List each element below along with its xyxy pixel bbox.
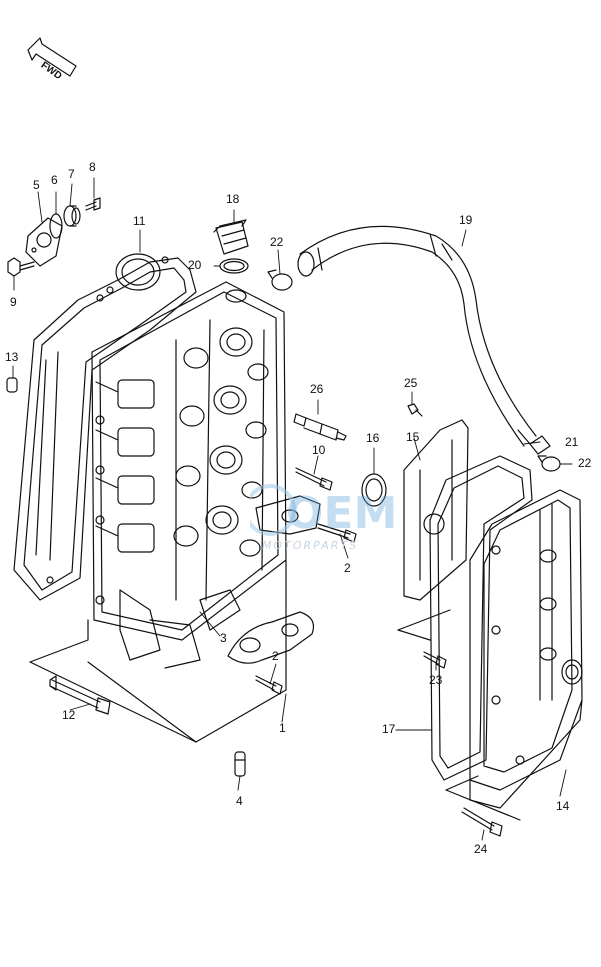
callout-26: 26 — [310, 382, 324, 396]
bolt-8 — [85, 197, 101, 211]
callout-9: 9 — [10, 295, 17, 309]
hose-fitting — [529, 435, 551, 455]
callout-20: 20 — [188, 258, 202, 272]
callout-25: 25 — [404, 376, 418, 390]
callout-12: 12 — [62, 708, 76, 722]
cover-plate — [403, 419, 469, 601]
hose-clamp-upper — [267, 269, 293, 291]
spark-plug — [293, 413, 347, 441]
o-ring — [219, 258, 249, 274]
callout-4: 4 — [236, 794, 243, 808]
callout-3: 3 — [220, 631, 227, 645]
callout-24: 24 — [474, 842, 488, 856]
leader-lines — [12, 177, 573, 841]
callout-21: 21 — [565, 435, 579, 449]
oil-filler-cap — [213, 219, 249, 255]
bolt-2-upper — [317, 523, 357, 543]
callout-10: 10 — [312, 443, 326, 457]
callout-16: 16 — [366, 431, 380, 445]
head-gasket — [13, 253, 197, 601]
breather-hose — [297, 225, 537, 447]
bolt-10 — [295, 467, 333, 491]
callout-19: 19 — [459, 213, 473, 227]
callout-2-upper: 2 — [344, 561, 351, 575]
callout-2-lower: 2 — [272, 649, 279, 663]
bolt-23 — [423, 651, 447, 669]
hose-clamp-lower — [537, 455, 561, 472]
callout-14: 14 — [556, 799, 570, 813]
callout-15: 15 — [406, 430, 420, 444]
callout-18: 18 — [226, 192, 240, 206]
callout-23: 23 — [429, 673, 443, 687]
callout-22-upper: 22 — [270, 235, 284, 249]
thermostat — [63, 205, 81, 227]
callout-1: 1 — [279, 721, 286, 735]
watermark-text: MOTORPARTS — [262, 539, 359, 552]
bolt-12 — [49, 675, 111, 715]
dowel-13 — [6, 377, 18, 393]
thermostat-cover — [25, 217, 63, 267]
head-cover — [469, 489, 583, 809]
fwd-arrow-icon — [27, 37, 77, 77]
callout-11: 11 — [133, 214, 146, 228]
callout-17: 17 — [382, 722, 396, 736]
callout-22-lower: 22 — [578, 456, 592, 470]
bolt-2-lower — [255, 675, 283, 695]
watermark-brand: OEM — [286, 488, 397, 539]
callout-6: 6 — [51, 173, 58, 187]
bolt-24 — [461, 807, 503, 837]
dowel-pin — [234, 751, 246, 777]
cylinder-head — [91, 281, 287, 669]
bolt-9 — [7, 257, 35, 277]
head-cover-gasket — [429, 455, 533, 781]
callout-5: 5 — [33, 178, 40, 192]
callout-13: 13 — [5, 350, 19, 364]
callout-8: 8 — [89, 160, 96, 174]
watermark-logo: OEM — [250, 484, 397, 539]
bolt-25 — [407, 403, 423, 417]
thermostat-gasket — [49, 213, 63, 239]
callout-7: 7 — [68, 167, 75, 181]
